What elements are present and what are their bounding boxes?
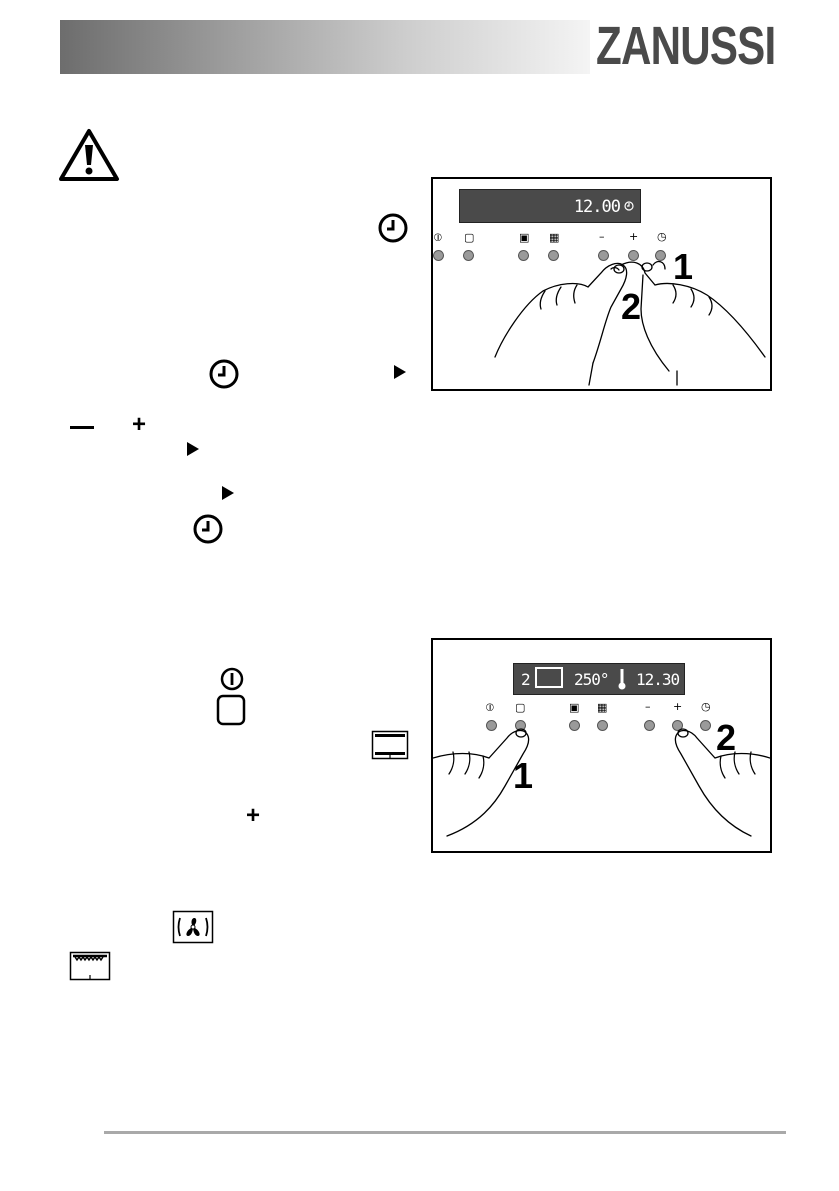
power-icon bbox=[220, 667, 244, 691]
display-temp: 250° bbox=[574, 670, 610, 689]
footer-rule bbox=[104, 1131, 786, 1134]
plus-icon: + bbox=[132, 411, 147, 438]
clock-icon: ◷ bbox=[657, 230, 667, 243]
clock-icon bbox=[193, 514, 223, 544]
power-icon: ⦶ bbox=[434, 231, 442, 244]
brand-logo: ZANUSSI bbox=[596, 16, 776, 76]
led bbox=[597, 720, 608, 731]
minus-icon bbox=[70, 426, 94, 429]
display-shelf: 2 bbox=[521, 670, 531, 689]
warning-triangle-icon bbox=[59, 129, 119, 181]
plus-icon: + bbox=[673, 700, 683, 713]
program-icon: ▣ bbox=[519, 231, 530, 244]
led bbox=[655, 250, 666, 261]
function-key-icon: ▢ bbox=[464, 231, 475, 244]
led bbox=[644, 720, 655, 731]
conventional-heat-icon bbox=[371, 730, 409, 760]
hand-illustration bbox=[433, 728, 770, 837]
play-triangle-icon bbox=[394, 365, 406, 379]
plus-icon: + bbox=[629, 230, 639, 243]
figure-1-control-panel: 12.00 ⦶ ▢ ▣ ▦ – + ◷ 1 2 bbox=[431, 177, 772, 391]
clock-icon bbox=[378, 213, 408, 243]
play-triangle-icon bbox=[222, 486, 234, 500]
play-triangle-icon bbox=[187, 442, 199, 456]
led bbox=[518, 250, 529, 261]
step-1-label: 1 bbox=[673, 246, 694, 287]
step-1-label: 1 bbox=[513, 755, 534, 796]
minus-icon: – bbox=[645, 700, 651, 713]
display-time: 12.30 bbox=[636, 670, 680, 689]
led bbox=[569, 720, 580, 731]
fan-icon bbox=[172, 910, 214, 944]
led bbox=[672, 720, 683, 731]
minus-icon: – bbox=[599, 230, 605, 243]
grill-icon bbox=[69, 951, 111, 981]
led bbox=[700, 720, 711, 731]
function-key-icon: ▢ bbox=[515, 701, 526, 714]
plus-icon: + bbox=[246, 802, 261, 829]
clock-icon bbox=[209, 359, 239, 389]
led bbox=[463, 250, 474, 261]
function-key-icon bbox=[216, 694, 246, 726]
led bbox=[433, 250, 444, 261]
program-icon: ▣ bbox=[569, 701, 580, 714]
figure-2-control-panel: 2 250° 12.30 ⦶ ▢ ▣ ▦ – + ◷ 1 2 bbox=[431, 638, 772, 853]
step-2-label: 2 bbox=[621, 286, 642, 327]
oven-symbol bbox=[535, 667, 563, 688]
grill-icon: ▦ bbox=[549, 231, 560, 244]
power-icon: ⦶ bbox=[486, 701, 494, 714]
thermometer-icon bbox=[618, 669, 626, 690]
led bbox=[486, 720, 497, 731]
display-time: 12.00 bbox=[573, 197, 621, 217]
led bbox=[628, 250, 639, 261]
clock-icon bbox=[624, 201, 634, 211]
figure-2-display: 2 250° 12.30 bbox=[513, 663, 685, 695]
clock-icon: ◷ bbox=[701, 700, 711, 713]
hand-illustration bbox=[494, 260, 766, 386]
led bbox=[548, 250, 559, 261]
header-gradient-band bbox=[60, 20, 590, 74]
grill-icon: ▦ bbox=[597, 701, 608, 714]
figure-1-display: 12.00 bbox=[459, 189, 641, 223]
step-2-label: 2 bbox=[716, 717, 737, 758]
led bbox=[598, 250, 609, 261]
